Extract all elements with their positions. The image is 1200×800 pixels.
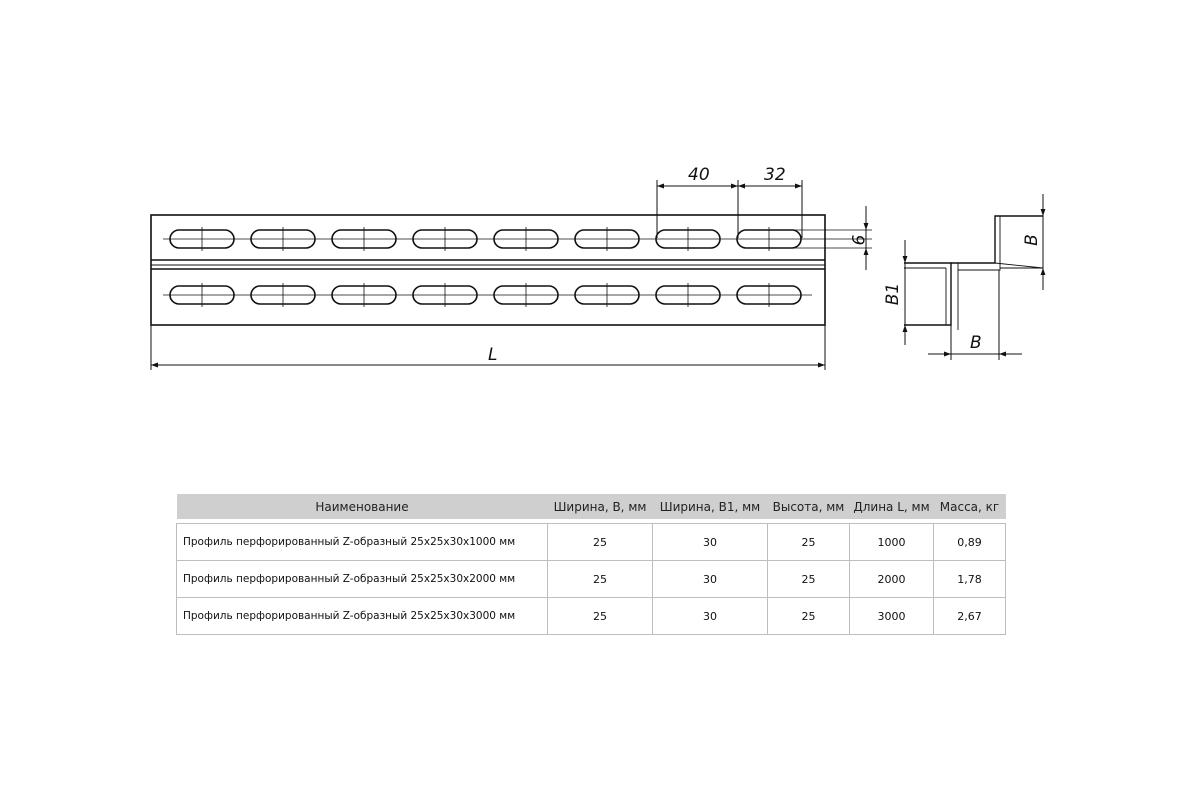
dimension-label-side-height: B xyxy=(1022,234,1042,246)
profile-outline xyxy=(150,214,826,326)
table-header-row: Наименование Ширина, B, мм Ширина, B1, м… xyxy=(176,494,1006,519)
header-width-b: Ширина, B, мм xyxy=(547,494,653,519)
dimension-label-slot-width: 9 xyxy=(847,235,867,246)
table-row: Профиль перфорированный Z-образный 25x25… xyxy=(176,523,1006,561)
dimension-label-profile-height: B1 xyxy=(883,283,903,305)
dimension-label-length: L xyxy=(488,345,497,365)
cell-height: 25 xyxy=(767,597,850,635)
slot-group xyxy=(169,227,802,307)
cell-width-b1: 30 xyxy=(652,597,768,635)
table-row: Профиль перфорированный Z-образный 25x25… xyxy=(176,597,1006,635)
header-height: Высота, мм xyxy=(767,494,850,519)
profile-front-view xyxy=(150,214,872,326)
cell-mass: 1,78 xyxy=(933,560,1006,598)
technical-drawing: 40 32 9 L xyxy=(150,165,1046,370)
cell-width-b: 25 xyxy=(547,523,653,561)
cell-length: 3000 xyxy=(849,597,934,635)
dimension-side-width xyxy=(928,270,1022,360)
cell-length: 1000 xyxy=(849,523,934,561)
cell-length: 2000 xyxy=(849,560,934,598)
dimension-label-slot-pitch: 40 xyxy=(688,165,710,185)
spec-table: Наименование Ширина, B, мм Ширина, B1, м… xyxy=(176,494,1006,635)
cell-mass: 0,89 xyxy=(933,523,1006,561)
cell-mass: 2,67 xyxy=(933,597,1006,635)
dimension-label-slot-length: 32 xyxy=(764,165,786,185)
cell-name: Профиль перфорированный Z-образный 25x25… xyxy=(176,523,548,561)
header-width-b1: Ширина, B1, мм xyxy=(652,494,768,519)
cell-height: 25 xyxy=(767,523,850,561)
dimension-length xyxy=(150,325,826,370)
cell-width-b1: 30 xyxy=(652,523,768,561)
table-row: Профиль перфорированный Z-образный 25x25… xyxy=(176,560,1006,598)
cell-name: Профиль перфорированный Z-образный 25x25… xyxy=(176,560,548,598)
dimension-label-side-width: B xyxy=(970,333,982,353)
header-length: Длина L, мм xyxy=(849,494,934,519)
cell-height: 25 xyxy=(767,560,850,598)
cell-width-b: 25 xyxy=(547,597,653,635)
header-name: Наименование xyxy=(176,494,548,519)
cell-width-b: 25 xyxy=(547,560,653,598)
z-profile-section xyxy=(904,215,1044,330)
dimension-slot-pitch xyxy=(656,180,803,238)
header-mass: Масса, кг xyxy=(933,494,1006,519)
cell-name: Профиль перфорированный Z-образный 25x25… xyxy=(176,597,548,635)
cell-width-b1: 30 xyxy=(652,560,768,598)
